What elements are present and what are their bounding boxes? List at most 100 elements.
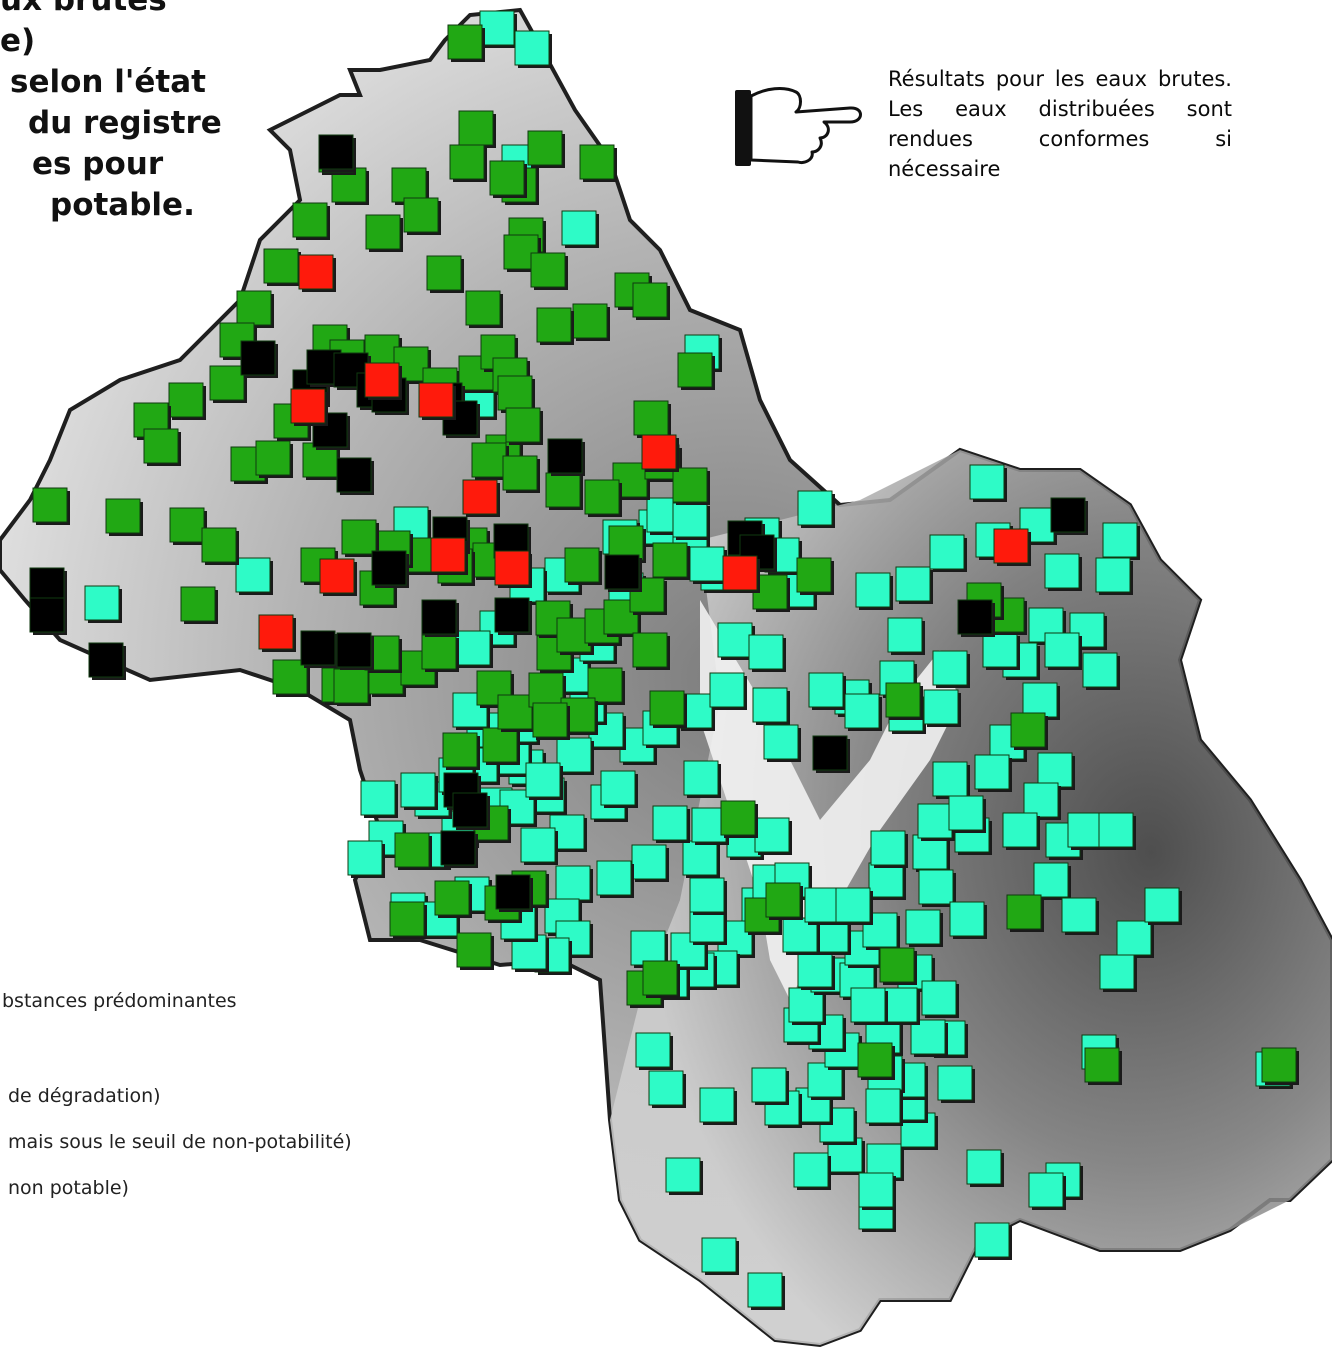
marker-below-threshold [677, 352, 713, 388]
marker-no-degradation [555, 865, 591, 901]
legend-line-3: mais sous le seuil de non-potabilité) [8, 1131, 352, 1153]
marker-black [604, 554, 640, 590]
marker-no-degradation [514, 30, 550, 66]
marker-non-potable [722, 555, 758, 591]
marker-below-threshold [341, 519, 377, 555]
pointing-hand-icon-svg [735, 87, 862, 166]
marker-no-degradation [921, 980, 957, 1016]
marker-no-degradation [1023, 782, 1059, 818]
marker-no-degradation [1144, 887, 1180, 923]
marker-no-degradation [969, 464, 1005, 500]
marker-below-threshold [209, 365, 245, 401]
marker-no-degradation [982, 632, 1018, 668]
marker-layer [29, 10, 1299, 1310]
marker-below-threshold [633, 400, 669, 436]
legend-line-4: non potable) [8, 1177, 129, 1199]
marker-no-degradation [525, 762, 561, 798]
marker-no-degradation [596, 860, 632, 896]
marker-below-threshold [632, 282, 668, 318]
marker-below-threshold [333, 668, 369, 704]
marker-no-degradation [929, 534, 965, 570]
marker-no-degradation [868, 862, 904, 898]
marker-no-degradation [858, 1172, 894, 1208]
marker-no-degradation [844, 693, 880, 729]
marker-black [1050, 497, 1086, 533]
marker-non-potable [641, 434, 677, 470]
marker-no-degradation [360, 780, 396, 816]
marker-below-threshold [180, 586, 216, 622]
marker-no-degradation [699, 1087, 735, 1123]
marker-below-threshold [564, 547, 600, 583]
marker-no-degradation [1044, 553, 1080, 589]
marker-no-degradation [1044, 632, 1080, 668]
title-line-3: selon l'état [10, 64, 206, 100]
marker-black [452, 792, 488, 828]
marker-below-threshold [497, 694, 533, 730]
marker-below-threshold [857, 1042, 893, 1078]
marker-below-threshold [885, 682, 921, 718]
marker-no-degradation [866, 1143, 902, 1179]
marker-below-threshold [532, 702, 568, 738]
marker-no-degradation [520, 827, 556, 863]
marker-non-potable [430, 537, 466, 573]
marker-below-threshold [465, 290, 501, 326]
marker-non-potable [319, 558, 355, 594]
marker-no-degradation [1082, 652, 1118, 688]
marker-below-threshold [1010, 712, 1046, 748]
marker-below-threshold [105, 498, 141, 534]
marker-black [318, 134, 354, 170]
marker-no-degradation [917, 803, 953, 839]
marker-black [29, 597, 65, 633]
marker-no-degradation [1033, 862, 1069, 898]
marker-no-degradation [717, 622, 753, 658]
title-line-2: e) [0, 23, 36, 59]
marker-below-threshold [536, 307, 572, 343]
marker-below-threshold [587, 667, 623, 703]
marker-no-degradation [808, 672, 844, 708]
marker-black [812, 735, 848, 771]
marker-no-degradation [870, 830, 906, 866]
marker-non-potable [494, 550, 530, 586]
marker-no-degradation [635, 1032, 671, 1068]
marker-no-degradation [683, 760, 719, 796]
marker-no-degradation [918, 869, 954, 905]
marker-below-threshold [442, 732, 478, 768]
marker-black [336, 457, 372, 493]
marker-no-degradation [1061, 897, 1097, 933]
marker-no-degradation [689, 877, 725, 913]
marker-below-threshold [545, 472, 581, 508]
marker-below-threshold [796, 557, 832, 593]
title-line-4: du registre [28, 105, 222, 141]
marker-below-threshold [456, 932, 492, 968]
marker-no-degradation [479, 10, 515, 46]
marker-no-degradation [400, 772, 436, 808]
marker-non-potable [290, 388, 326, 424]
marker-below-threshold [720, 800, 756, 836]
marker-below-threshold [1084, 1047, 1120, 1083]
marker-no-degradation [948, 795, 984, 831]
marker-no-degradation [937, 1065, 973, 1101]
marker-no-degradation [682, 840, 718, 876]
marker-below-threshold [879, 947, 915, 983]
marker-no-degradation [752, 687, 788, 723]
marker-below-threshold [505, 407, 541, 443]
marker-no-degradation [648, 1070, 684, 1106]
marker-below-threshold [434, 880, 470, 916]
marker-no-degradation [855, 572, 891, 608]
marker-below-threshold [389, 901, 425, 937]
marker-below-threshold [365, 214, 401, 250]
marker-below-threshold [1261, 1047, 1297, 1083]
marker-no-degradation [1002, 812, 1038, 848]
marker-black [29, 567, 65, 603]
marker-no-degradation [905, 909, 941, 945]
marker-below-threshold [449, 144, 485, 180]
marker-no-degradation [763, 724, 799, 760]
marker-below-threshold [584, 479, 620, 515]
marker-no-degradation [887, 617, 923, 653]
marker-non-potable [993, 528, 1029, 564]
marker-below-threshold [632, 632, 668, 668]
marker-no-degradation [561, 210, 597, 246]
marker-below-threshold [1006, 894, 1042, 930]
marker-below-threshold [489, 160, 525, 196]
